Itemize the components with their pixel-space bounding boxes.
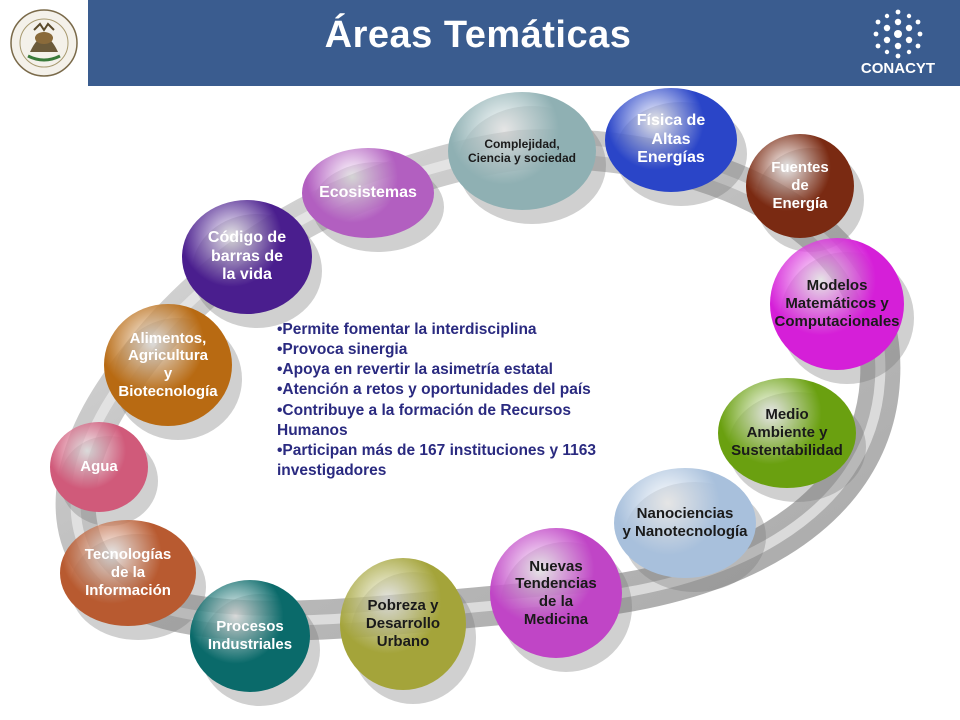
bubble-alimentos: Alimentos, Agricultura y Biotecnología bbox=[104, 304, 232, 426]
bullet-item: •Permite fomentar la interdisciplina bbox=[277, 321, 537, 338]
bubble-label: Modelos Matemáticos y Computacionales bbox=[774, 277, 900, 330]
bubble-tecnologias: Tecnologías de la Información bbox=[60, 520, 196, 626]
mexico-seal-logo bbox=[0, 0, 88, 86]
bubble-label: Medio Ambiente y Sustentabilidad bbox=[731, 406, 843, 459]
bubble-fisica: Física de Altas Energías bbox=[605, 88, 737, 192]
bubble-modelos: Modelos Matemáticos y Computacionales bbox=[770, 238, 904, 370]
bubble-label: Tecnologías de la Información bbox=[84, 546, 172, 599]
bullet-item: •Apoya en revertir la asimetría estatal bbox=[277, 361, 553, 379]
bubble-codigo: Código de barras de la vida bbox=[182, 200, 312, 314]
bubble-label: Código de barras de la vida bbox=[207, 228, 287, 284]
bullet-item: •Provoca sinergia bbox=[277, 341, 408, 359]
title-bar bbox=[88, 0, 960, 86]
bubble-ecosistemas: Ecosistemas bbox=[302, 148, 434, 238]
bubble-label: Ecosistemas bbox=[319, 183, 417, 201]
bubble-pobreza: Pobreza y Desarrollo Urbano bbox=[340, 558, 466, 690]
bubble-label: Agua bbox=[80, 458, 118, 476]
bullet-item: •Participan más de 167 instituciones y 1… bbox=[277, 441, 597, 479]
bubble-medio: Medio Ambiente y Sustentabilidad bbox=[718, 378, 856, 488]
bubble-agua: Agua bbox=[50, 422, 148, 512]
bubble-label: Fuentes de Energía bbox=[771, 159, 829, 212]
conacyt-logo bbox=[868, 8, 928, 60]
bubble-label: Pobreza y Desarrollo Urbano bbox=[365, 597, 441, 650]
bubble-label: Física de Altas Energías bbox=[636, 111, 706, 167]
bubble-complejidad: Complejidad, Ciencia y sociedad bbox=[448, 92, 596, 210]
bubble-label: Complejidad, Ciencia y sociedad bbox=[467, 136, 577, 165]
page-title: Áreas Temáticas bbox=[324, 14, 632, 56]
bubble-nuevas: Nuevas Tendencias de la Medicina bbox=[490, 528, 622, 658]
header: Áreas Temáticas CONACYT bbox=[0, 0, 960, 86]
bubble-procesos: Procesos Industriales bbox=[190, 580, 310, 692]
bullet-item: •Contribuye a la formación de Recursos H… bbox=[277, 401, 571, 439]
bubble-label: Nuevas Tendencias de la Medicina bbox=[515, 557, 597, 628]
bullet-list: •Permite fomentar la interdisciplina •Pr… bbox=[277, 320, 677, 481]
bubble-fuentes: Fuentes de Energía bbox=[746, 134, 854, 238]
bubble-nanociencias: Nanociencias y Nanotecnología bbox=[614, 468, 756, 578]
bubble-label: Procesos Industriales bbox=[207, 618, 293, 653]
bullet-item: •Atención a retos y oportunidades del pa… bbox=[277, 381, 591, 399]
bubble-label: Nanociencias y Nanotecnología bbox=[622, 505, 748, 540]
bubble-label: Alimentos, Agricultura y Biotecnología bbox=[118, 329, 218, 400]
conacyt-logo-text: CONACYT bbox=[860, 60, 936, 77]
